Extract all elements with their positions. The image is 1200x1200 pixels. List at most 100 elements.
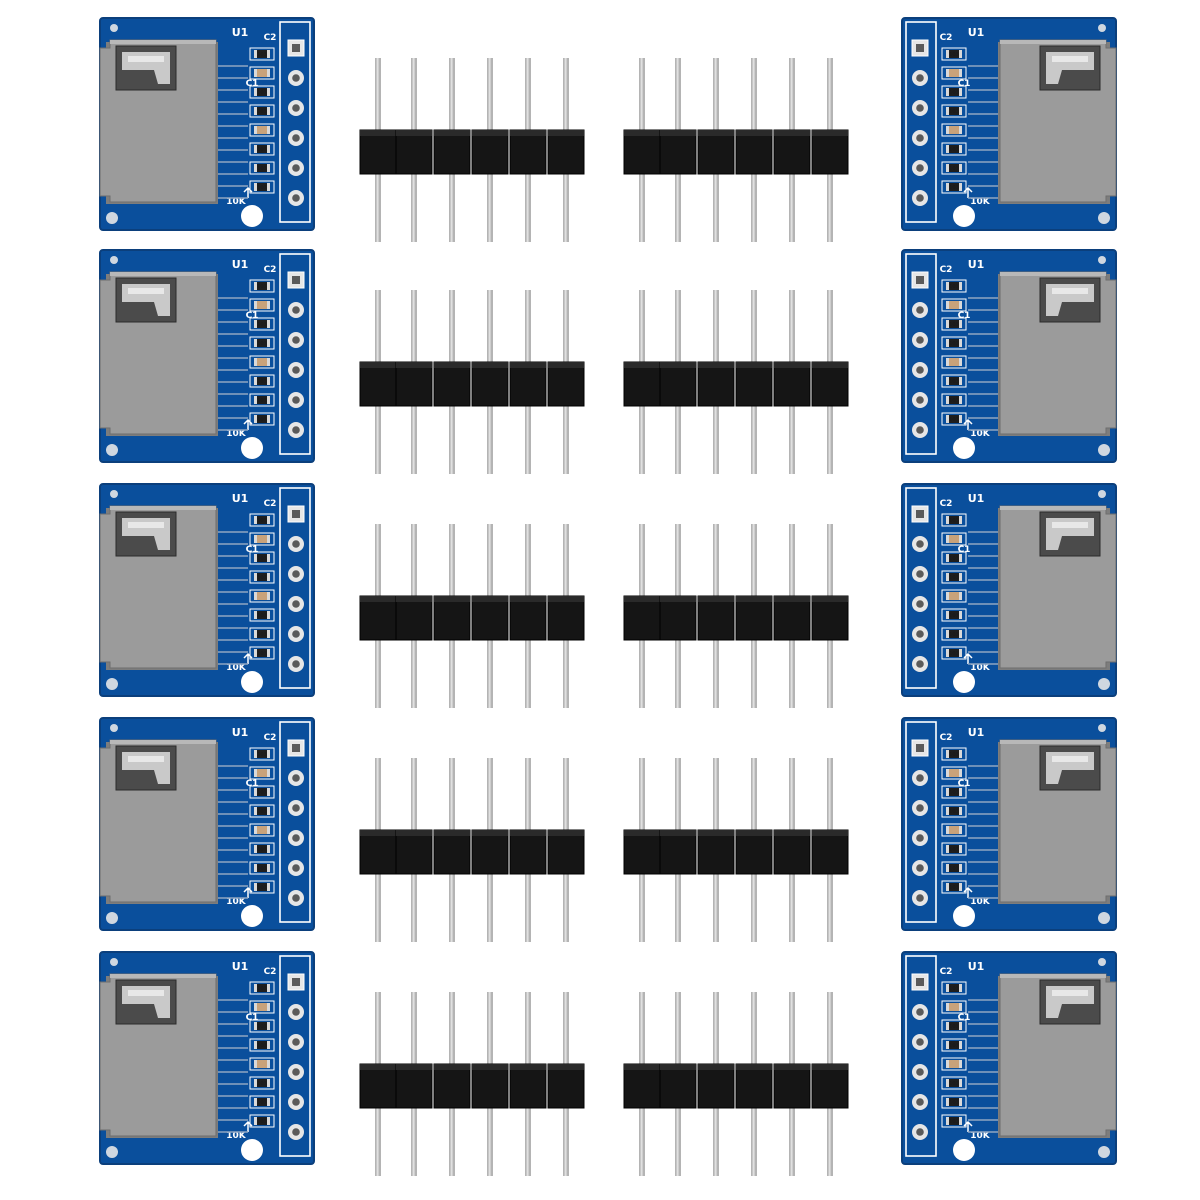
capacitor <box>254 769 270 777</box>
resistor-note-label-wrap: 10K <box>226 1131 247 1141</box>
component-outline <box>249 1019 275 1033</box>
pad-hole <box>292 44 300 52</box>
component-outline <box>941 785 967 799</box>
code-wrap: 103 <box>257 847 267 853</box>
header-housing <box>811 595 849 641</box>
code-wrap: 103 <box>257 109 267 115</box>
resistor-note-label-wrap: 10K <box>970 197 991 207</box>
housing-top <box>736 130 772 136</box>
cap-label-c2-wrap: C2 <box>264 33 277 43</box>
pin-header-strip <box>622 984 854 1184</box>
code-wrap: 103 <box>257 613 267 619</box>
component-outline <box>249 336 275 350</box>
resistor <box>946 788 962 796</box>
housing-top <box>396 596 432 602</box>
chip-label: U1 <box>232 960 249 973</box>
cap-label-c1: C1 <box>246 779 259 789</box>
terminal <box>959 301 962 309</box>
pad-hole <box>292 570 300 578</box>
pad-frame <box>905 955 937 1157</box>
terminal <box>267 1003 270 1011</box>
code-wrap: 103 <box>949 417 959 423</box>
chip-label-wrap: U1 <box>232 26 249 39</box>
terminal <box>946 1022 949 1030</box>
resistor <box>254 1117 270 1125</box>
terminal <box>946 845 949 853</box>
resistor <box>254 164 270 172</box>
code-wrap: 103 <box>257 885 267 891</box>
mounting-hole <box>1098 444 1110 456</box>
terminal <box>267 377 270 385</box>
component-outline <box>941 336 967 350</box>
pad-hole <box>292 894 300 902</box>
component-outline <box>249 608 275 622</box>
resistor-code-label: 103 <box>257 809 267 815</box>
resistor <box>254 183 270 191</box>
mounting-hole <box>241 437 263 459</box>
terminal <box>959 864 962 872</box>
code-wrap: 103 <box>949 986 959 992</box>
socket-edge <box>1000 740 1106 744</box>
code-wrap: 103 <box>257 166 267 172</box>
code-wrap: 103 <box>949 1043 959 1049</box>
capacitor <box>946 769 962 777</box>
header-housing <box>773 361 811 407</box>
resistor-code-label: 103 <box>949 809 959 815</box>
mounting-hole <box>953 905 975 927</box>
pad-frame <box>905 253 937 455</box>
terminal <box>946 1041 949 1049</box>
terminal <box>959 1041 962 1049</box>
code-wrap: 103 <box>257 556 267 562</box>
pad-hole <box>916 660 924 668</box>
chip-label-wrap: U1 <box>968 258 985 271</box>
terminal <box>959 554 962 562</box>
component-outline <box>941 589 967 603</box>
chip-label-wrap: U1 <box>968 492 985 505</box>
code-wrap: 103 <box>949 52 959 58</box>
terminal <box>254 807 257 815</box>
resistor-code-label: 103 <box>949 986 959 992</box>
terminal <box>946 282 949 290</box>
terminal <box>254 69 257 77</box>
resistor-code-label: 103 <box>949 417 959 423</box>
terminal <box>959 807 962 815</box>
chip-label-wrap: U1 <box>232 492 249 505</box>
component-outline <box>249 123 275 137</box>
component-outline <box>941 85 967 99</box>
code-wrap: 103 <box>949 90 959 96</box>
resistor-note-label: 10K <box>226 1131 247 1141</box>
terminal <box>267 984 270 992</box>
pad-frame <box>279 253 311 455</box>
housing-top <box>660 830 696 836</box>
terminal <box>254 126 257 134</box>
pad-hole <box>292 1128 300 1136</box>
terminal <box>267 145 270 153</box>
pad-hole <box>292 164 300 172</box>
resistor <box>254 807 270 815</box>
cap-label-c2-wrap: C2 <box>940 499 953 509</box>
header-housing <box>659 595 697 641</box>
resistor-code-label: 103 <box>257 1081 267 1087</box>
pad-frame <box>279 955 311 1157</box>
resistor-code-label: 103 <box>949 632 959 638</box>
housing-top <box>510 830 546 836</box>
housing-top <box>360 596 396 602</box>
component-outline <box>249 142 275 156</box>
resistor-code-label: 103 <box>949 109 959 115</box>
terminal <box>267 164 270 172</box>
terminal <box>946 649 949 657</box>
terminal <box>254 339 257 347</box>
arrow-mark <box>963 1120 973 1132</box>
capacitor <box>254 1003 270 1011</box>
terminal <box>267 126 270 134</box>
resistor <box>254 516 270 524</box>
capacitor <box>946 535 962 543</box>
housing-top <box>396 830 432 836</box>
latch-highlight <box>128 56 164 62</box>
resistor-note-label: 10K <box>226 663 247 673</box>
